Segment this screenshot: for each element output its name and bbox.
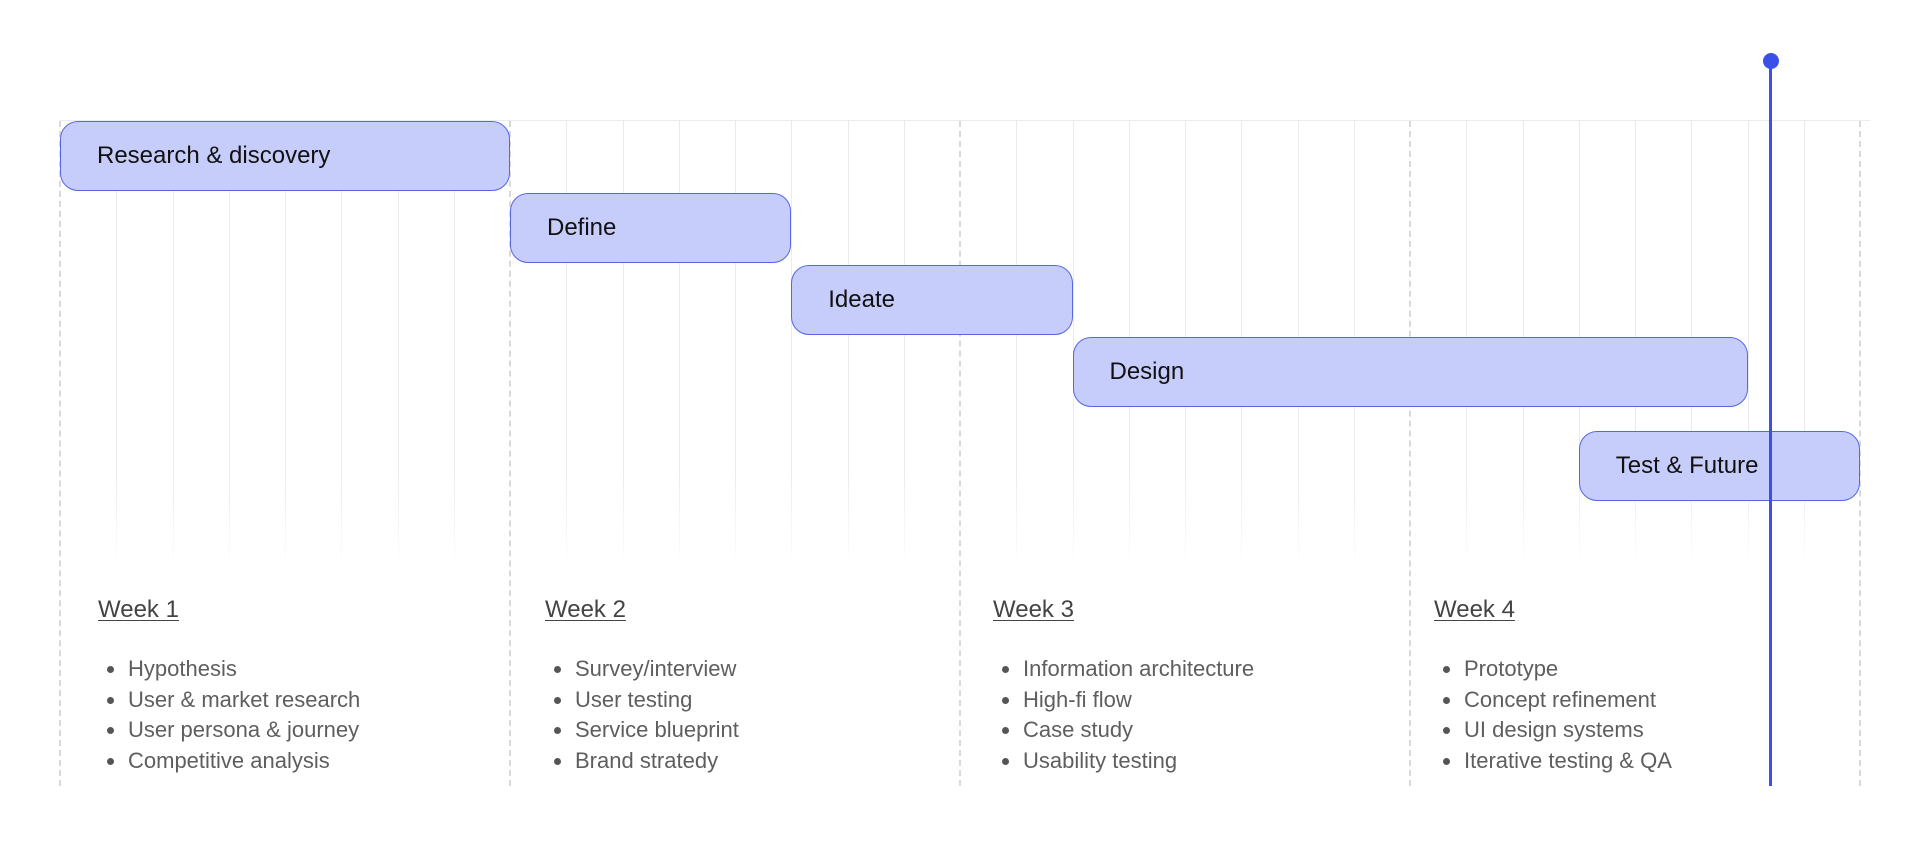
week-divider (1859, 121, 1861, 786)
timeline-top-border (60, 120, 1870, 121)
phase-bar[interactable]: Define (510, 193, 792, 263)
phase-label: Ideate (828, 286, 895, 313)
bullet-icon (1002, 757, 1009, 765)
bullet-icon (107, 757, 114, 765)
day-gridline (791, 121, 792, 571)
task-item: Prototype (1434, 654, 1672, 685)
phase-bar[interactable]: Research & discovery (60, 121, 510, 191)
bullet-icon (107, 727, 114, 734)
phase-label: Research & discovery (97, 142, 331, 169)
week-divider (959, 121, 961, 786)
task-label: Information architecture (1023, 656, 1255, 681)
task-label: UI design systems (1464, 717, 1644, 742)
task-item: Competitive analysis (98, 746, 360, 777)
week-divider (1409, 121, 1411, 786)
task-label: Prototype (1464, 656, 1559, 681)
task-label: Survey/interview (575, 656, 737, 681)
bullet-icon (107, 696, 114, 704)
task-item: Usability testing (993, 746, 1254, 777)
task-label: Usability testing (1023, 747, 1178, 773)
bullet-icon (1443, 696, 1450, 704)
day-gridline (1073, 121, 1074, 571)
bullet-icon (1002, 727, 1009, 734)
task-label: Case study (1023, 717, 1134, 742)
bullet-icon (1443, 727, 1450, 734)
bullet-icon (1002, 696, 1009, 704)
task-label: Hypothesis (128, 656, 237, 681)
task-item: Brand stratedy (545, 746, 739, 777)
task-item: User persona & journey (98, 715, 360, 746)
week-title[interactable]: Week 2 (545, 596, 626, 623)
task-label: Competitive analysis (128, 747, 330, 773)
current-time-marker-line[interactable] (1769, 62, 1772, 786)
bullet-icon (554, 757, 561, 765)
bullet-icon (1443, 757, 1450, 765)
task-label: User testing (575, 686, 693, 712)
task-label: Service blueprint (575, 717, 739, 742)
week-title[interactable]: Week 1 (98, 596, 179, 623)
task-item: Hypothesis (98, 654, 360, 685)
week-divider (509, 121, 511, 786)
bullet-icon (554, 727, 561, 734)
task-item: Information architecture (993, 654, 1254, 685)
week-divider (59, 121, 61, 786)
task-item: High-fi flow (993, 685, 1254, 716)
bullet-icon (1443, 666, 1450, 673)
day-gridline (398, 121, 399, 571)
task-label: Concept refinement (1464, 686, 1656, 712)
day-gridline (623, 121, 624, 571)
week-title[interactable]: Week 4 (1434, 596, 1515, 623)
day-gridline (679, 121, 680, 571)
phase-bar[interactable]: Design (1072, 337, 1748, 407)
day-gridline (848, 121, 849, 571)
task-label: High-fi flow (1023, 686, 1132, 712)
day-gridline (904, 121, 905, 571)
week-title[interactable]: Week 3 (993, 596, 1074, 623)
current-time-marker-handle[interactable] (1763, 53, 1779, 69)
bullet-icon (554, 696, 561, 704)
phase-label: Design (1109, 358, 1185, 385)
phase-label: Test & Future (1615, 452, 1759, 479)
day-gridline (566, 121, 567, 571)
task-label: Brand stratedy (575, 747, 719, 773)
day-gridline (454, 121, 455, 571)
task-item: Survey/interview (545, 654, 739, 685)
bullet-icon (107, 666, 114, 673)
phase-bar[interactable]: Ideate (791, 265, 1073, 335)
task-item: Iterative testing & QA (1434, 746, 1672, 777)
bullet-icon (554, 666, 561, 673)
day-gridline (1748, 121, 1749, 571)
task-label: User persona & journey (128, 717, 360, 742)
task-item: Concept refinement (1434, 685, 1672, 716)
task-label: User & market research (128, 686, 361, 712)
day-gridline (229, 121, 230, 571)
day-gridline (735, 121, 736, 571)
task-item: Service blueprint (545, 715, 739, 746)
task-label: Iterative testing & QA (1464, 747, 1672, 773)
task-item: Case study (993, 715, 1254, 746)
day-gridline (1804, 121, 1805, 571)
phase-bar[interactable]: Test & Future (1578, 431, 1860, 501)
day-gridline (341, 121, 342, 571)
task-item: User testing (545, 685, 739, 716)
task-item: UI design systems (1434, 715, 1672, 746)
day-gridline (173, 121, 174, 571)
day-gridline (285, 121, 286, 571)
day-gridline (1016, 121, 1017, 571)
task-item: User & market research (98, 685, 360, 716)
day-gridline (116, 121, 117, 571)
phase-label: Define (547, 214, 617, 241)
bullet-icon (1002, 666, 1009, 673)
